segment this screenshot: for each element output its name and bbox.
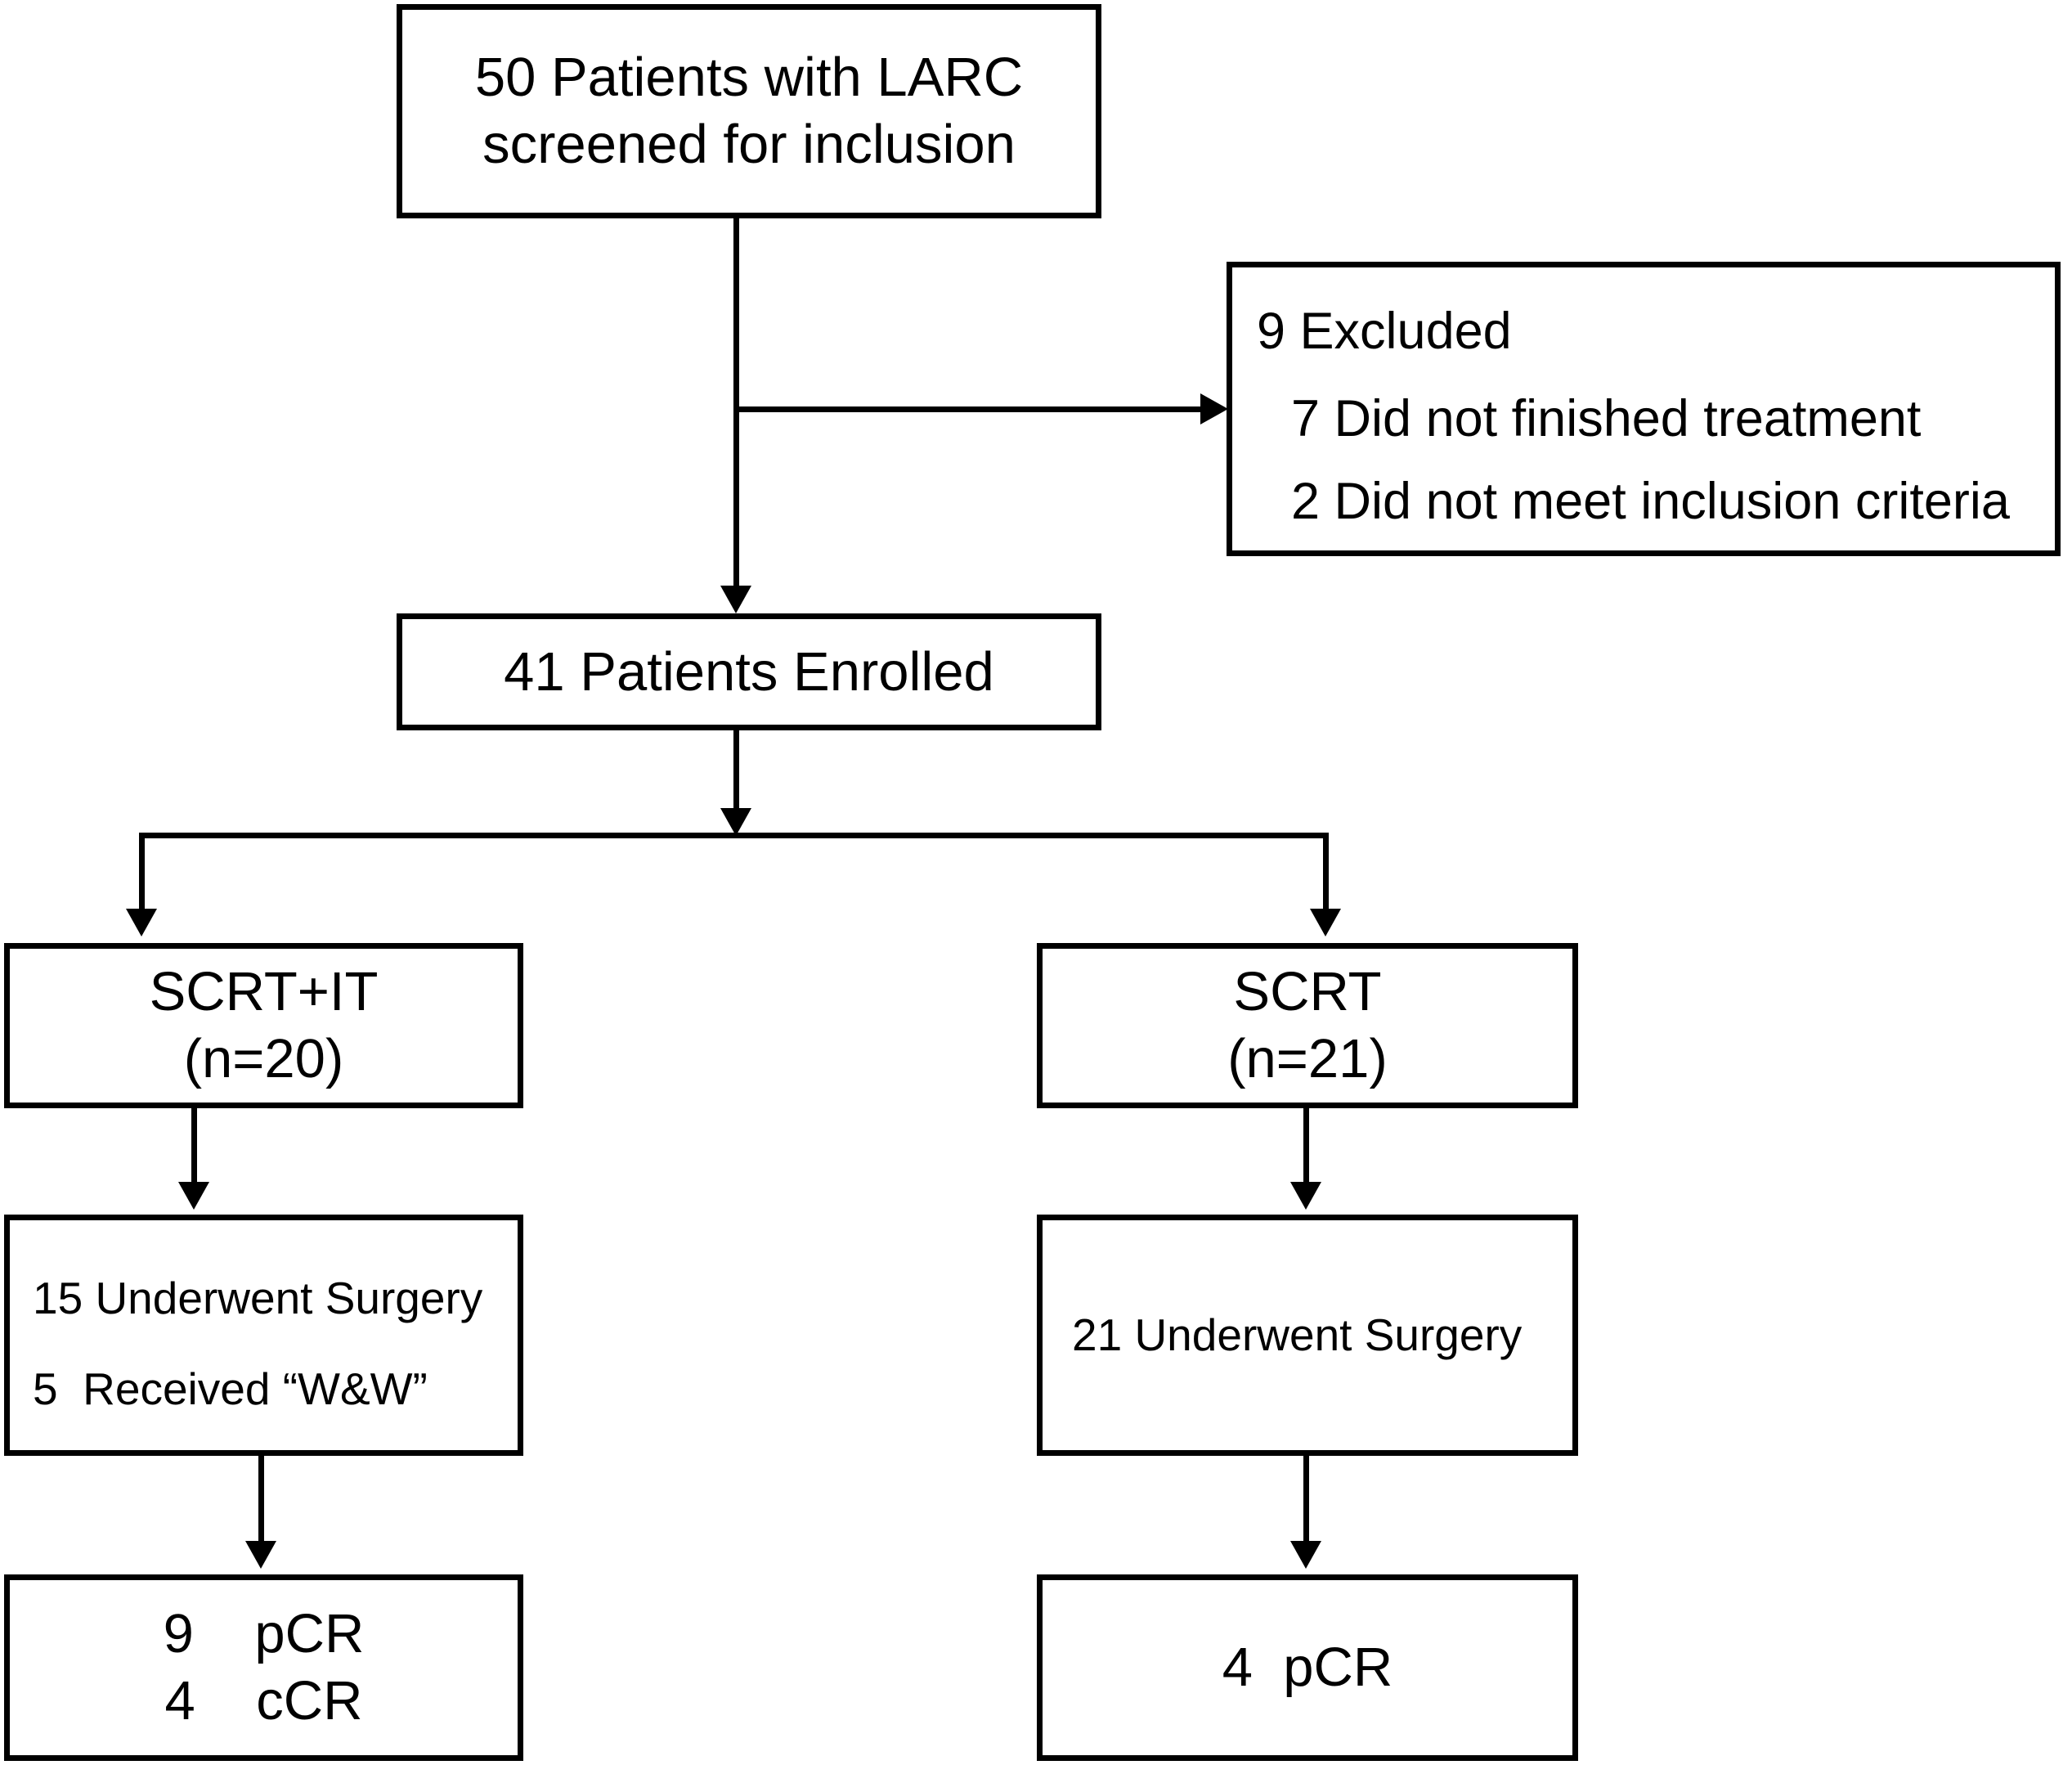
node-excluded-reason-2: 2 Did not meet inclusion criteria (1291, 472, 2010, 530)
arrow-to-excluded (1200, 393, 1228, 424)
node-outcome-left-line-1: 9 pCR (163, 1603, 365, 1665)
connector-left-arm-to-surgery (191, 1108, 197, 1188)
arrow-left-surgery-to-outcome (245, 1541, 276, 1569)
connector-right-surgery-to-outcome (1303, 1456, 1309, 1546)
node-surgery-right: 21 Underwent Surgery (1037, 1215, 1578, 1456)
connector-to-excluded (733, 406, 1213, 412)
arrow-enrolled-to-split (720, 808, 751, 836)
node-arm-scrt-count: (n=21) (1227, 1028, 1388, 1089)
connector-split-bar (139, 833, 1329, 838)
node-enrolled: 41 Patients Enrolled (397, 613, 1101, 730)
connector-enrolled-trunk (733, 730, 739, 820)
arrow-left-arm-to-surgery (178, 1182, 209, 1210)
arrow-split-to-right-arm (1310, 909, 1341, 936)
node-excluded-reason-1: 7 Did not finished treatment (1291, 389, 1922, 447)
node-surgery-right-line-1: 21 Underwent Surgery (1072, 1309, 1523, 1360)
node-outcome-right-line-1: 4 pCR (1222, 1637, 1393, 1699)
node-screened-line-1: 50 Patients with LARC (474, 47, 1024, 109)
node-outcome-right: 4 pCR (1037, 1574, 1578, 1761)
arrow-screened-to-enrolled (720, 586, 751, 613)
node-outcome-left: 9 pCR 4 cCR (4, 1574, 523, 1761)
node-screened-line-2: screened for inclusion (482, 114, 1016, 175)
node-excluded-heading: 9 Excluded (1257, 303, 1512, 360)
node-surgery-left-line-1: 15 Underwent Surgery (33, 1273, 483, 1323)
node-outcome-left-line-2: 4 cCR (164, 1670, 363, 1731)
node-arm-scrt-it-count: (n=20) (183, 1028, 344, 1089)
node-surgery-left: 15 Underwent Surgery 5 Received “W&W” (4, 1215, 523, 1456)
node-arm-scrt-it: SCRT+IT (n=20) (4, 943, 523, 1108)
connector-split-to-left-arm (139, 833, 145, 914)
node-arm-scrt: SCRT (n=21) (1037, 943, 1578, 1108)
connector-left-surgery-to-outcome (258, 1456, 264, 1546)
arrow-split-to-left-arm (126, 909, 157, 936)
arrow-right-arm-to-surgery (1290, 1182, 1321, 1210)
node-screened: 50 Patients with LARC screened for inclu… (397, 4, 1101, 218)
node-arm-scrt-it-label: SCRT+IT (149, 961, 379, 1023)
node-enrolled-line-1: 41 Patients Enrolled (504, 640, 994, 703)
connector-split-to-right-arm (1323, 833, 1329, 914)
connector-right-arm-to-surgery (1303, 1108, 1309, 1188)
arrow-right-surgery-to-outcome (1290, 1541, 1321, 1569)
node-arm-scrt-label: SCRT (1233, 961, 1382, 1023)
node-surgery-left-line-2: 5 Received “W&W” (33, 1363, 428, 1415)
node-excluded: 9 Excluded 7 Did not finished treatment … (1227, 262, 2061, 556)
